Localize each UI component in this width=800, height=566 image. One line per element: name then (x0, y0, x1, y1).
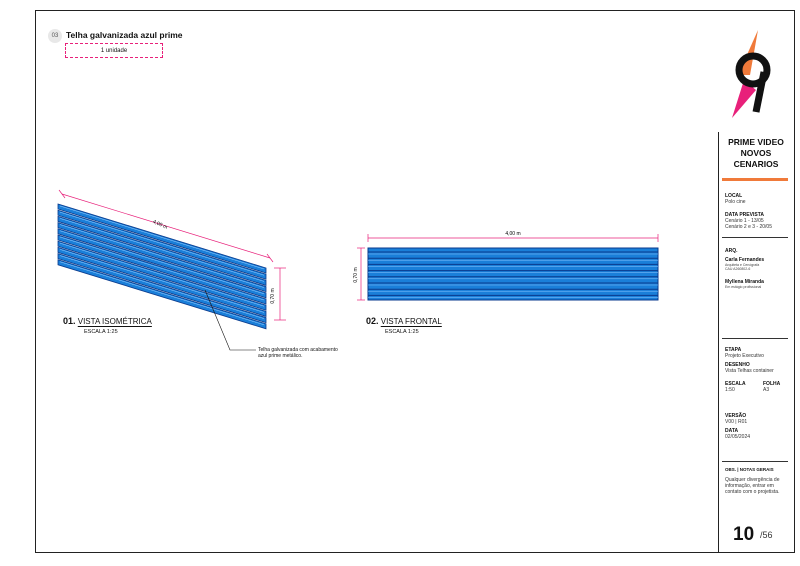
iso-tile-highlight (59, 255, 265, 319)
iso-tile-highlight (59, 236, 265, 301)
desenho-label: DESENHO (725, 362, 750, 368)
iso-tile-highlight (59, 249, 265, 313)
view-number: 02. (366, 316, 379, 326)
iso-length-dim: 4,00 m (152, 219, 168, 231)
page-number: 10 (733, 524, 755, 545)
obs-line: contato com o projetista. (725, 489, 780, 495)
versao-label: VERSÃO (725, 413, 747, 419)
iso-tile-highlight (59, 230, 265, 295)
iso-tile-highlight (59, 224, 265, 288)
escala-value: 1:50 (725, 387, 735, 393)
front-length-dim: 4,00 m (505, 231, 520, 237)
title-block-divider (718, 132, 719, 553)
project-title-line: PRIME VIDEO (728, 137, 784, 147)
item-number-badge: 03 (48, 29, 62, 43)
front-height-dim: 0,70 m (353, 267, 359, 282)
arq-label: ARQ. (725, 248, 738, 254)
folha-value: A3 (763, 387, 770, 393)
annotation-line: azul prime metálico. (258, 353, 303, 359)
iso-tile-highlight (59, 205, 265, 270)
logo-mark (732, 30, 771, 118)
data-prevista-value: Cenário 2 e 3 - 20/05 (725, 224, 772, 230)
project-title-line: CENARIOS (733, 159, 779, 169)
desenho-value: Vista Telhas container (725, 368, 774, 374)
assistant-role: Em estágio profissional (725, 285, 762, 289)
view-name: VISTA ISOMÉTRICA (77, 317, 152, 326)
iso-length-dim-line (61, 193, 271, 259)
view-scale-frontal: ESCALA 1:25 (385, 329, 419, 335)
data-prevista-label: DATA PREVISTA (725, 212, 764, 218)
quantity-box: 1 unidade (65, 43, 163, 58)
assistant-name: Myllena Miranda (725, 279, 764, 285)
quantity-text: 1 unidade (100, 47, 128, 54)
view-label-frontal: 02. VISTA FRONTAL (366, 316, 442, 327)
dim-tick (266, 253, 274, 263)
folha-label: FOLHA (763, 381, 781, 387)
iso-tile-highlight (59, 261, 265, 326)
annotation-leader (204, 289, 256, 351)
project-title-line: NOVOS (740, 148, 772, 158)
project-title: PRIME VIDEO NOVOS CENARIOS (720, 137, 792, 170)
view-name: VISTA FRONTAL (380, 317, 442, 326)
architect-name: Carla Fernandes (725, 257, 765, 263)
separator (722, 461, 788, 462)
escala-label: ESCALA (725, 381, 746, 387)
obs-label: OBS. | NOTAS GERAIS (725, 467, 774, 472)
local-value: Polo cine (725, 199, 746, 205)
separator (722, 338, 788, 339)
data-value: 02/05/2024 (725, 434, 751, 440)
etapa-value: Projeto Executivo (725, 353, 764, 359)
tile-annotation: Telha galvanizada com acabamento azul pr… (258, 347, 338, 359)
item-title: Telha galvanizada azul prime (66, 30, 183, 40)
iso-tile-highlight (59, 218, 265, 282)
architect-cau: CAU A260802-6 (725, 267, 751, 271)
drawing-sheet-border (35, 10, 795, 553)
etapa-label: ETAPA (725, 347, 742, 353)
view-scale-isometric: ESCALA 1:25 (84, 329, 118, 335)
page-total: /56 (760, 530, 773, 540)
data-label: DATA (725, 428, 739, 434)
iso-height-dim: 0,70 m (270, 288, 276, 303)
view-number: 01. (63, 316, 76, 326)
annotation-line: Telha galvanizada com acabamento (258, 347, 338, 353)
versao-value: V00 | R01 (725, 419, 748, 425)
dimension-lines (58, 189, 659, 321)
view-label-isometric: 01. VISTA ISOMÉTRICA (63, 316, 152, 327)
isometric-tile-drawing (57, 203, 267, 330)
obs-line: Qualquer divergência de (725, 477, 780, 483)
data-prevista-value: Cenário 1 - 13/05 (725, 218, 764, 224)
separator (722, 237, 788, 238)
accent-bar (722, 178, 788, 181)
obs-line: informação, entrar em (725, 483, 774, 489)
frontal-tile-drawing (367, 247, 659, 301)
front-tile-body (367, 247, 659, 301)
local-label: LOCAL (725, 193, 743, 199)
architect-role: Arquiteta e Cenógrafa (725, 263, 760, 267)
iso-tile-highlight (59, 211, 265, 276)
iso-tile-highlight (59, 242, 265, 307)
dim-tick (58, 189, 66, 199)
